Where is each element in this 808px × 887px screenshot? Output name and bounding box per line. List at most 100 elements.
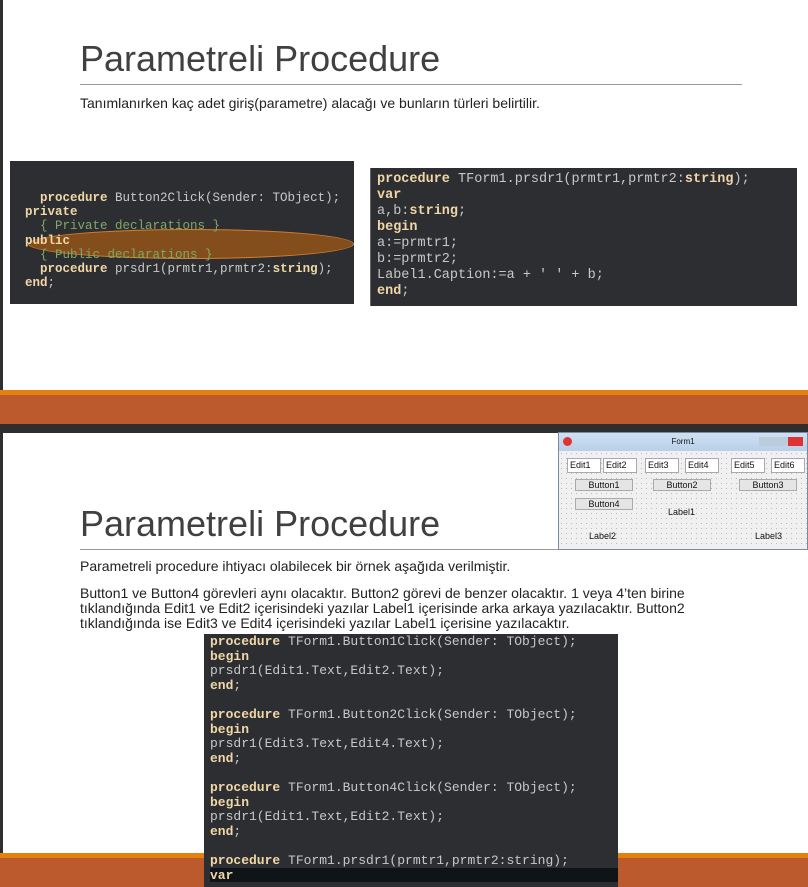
code-line: begin (210, 649, 618, 664)
code-token: procedure (210, 852, 281, 868)
form-title: Form1 (671, 437, 695, 446)
code-line: end; (210, 678, 618, 693)
code-token: var (377, 188, 402, 203)
code-line: var (377, 188, 797, 204)
slide1-title: Parametreli Procedure (80, 38, 441, 79)
label-1: Label1 (668, 507, 696, 517)
code-token: procedure (40, 261, 108, 276)
code-token: ; (233, 677, 242, 693)
code-block-handlers: procedure TForm1.Button1Click(Sender: TO… (204, 634, 618, 887)
code-token: Button2Click(Sender: TObject); (107, 191, 341, 205)
code-token (10, 219, 40, 233)
code-line: procedure TForm1.prsdr1(prmtr1,prmtr2:st… (377, 172, 797, 188)
window-controls-icon (759, 437, 803, 446)
code-token: procedure (210, 634, 281, 649)
code-token: procedure (210, 706, 281, 722)
label-3: Label3 (755, 531, 783, 541)
code-token: string (409, 204, 459, 219)
code-token: { Public declarations } (40, 247, 213, 262)
code-token (10, 205, 25, 219)
code-line: begin (377, 220, 797, 236)
code-line (210, 765, 618, 780)
code-line: { Private declarations } (10, 219, 354, 233)
code-line: procedure TForm1.prsdr1(prmtr1,prmtr2:st… (210, 853, 618, 868)
code-line: procedure TForm1.Button4Click(Sender: TO… (210, 780, 618, 795)
button-3[interactable]: Button3 (739, 479, 797, 491)
edit-field-3[interactable]: Edit3 (645, 458, 679, 473)
code-line: public (10, 234, 354, 248)
code-token: procedure (377, 172, 450, 187)
code-token: string (684, 172, 734, 187)
code-line: procedure Button2Click(Sender: TObject); (10, 191, 354, 205)
code-line: { Public declarations } (10, 248, 354, 262)
code-token: ; (47, 276, 56, 291)
code-token: a:=prmtr1; (377, 236, 459, 251)
code-token: end (210, 750, 234, 766)
accent-line (0, 390, 808, 395)
code-token: begin (210, 648, 250, 664)
code-token (10, 234, 25, 248)
code-line: end; (10, 276, 354, 290)
edit-field-1[interactable]: Edit1 (567, 458, 601, 473)
code-token: begin (377, 220, 418, 235)
code-token: end (210, 823, 234, 839)
code-line (10, 290, 354, 304)
slide-separator (0, 424, 808, 433)
code-token: var (210, 867, 234, 883)
code-line: a:=prmtr1; (377, 236, 797, 252)
slide2-intro: Parametreli procedure ihtiyacı olabilece… (80, 558, 511, 574)
code-token: prsdr1(Edit3.Text,Edit4.Text); (210, 736, 445, 752)
code-token: prsdr1(Edit1.Text,Edit2.Text); (210, 663, 445, 679)
code-token: TForm1.Button1Click(Sender: TObject); (280, 634, 577, 649)
code-token: string (272, 261, 318, 276)
code-token (10, 248, 40, 262)
code-token: procedure (210, 779, 281, 795)
code-line: a,b:string; (377, 204, 797, 220)
code-token (10, 262, 40, 276)
code-line: prsdr1(Edit1.Text,Edit2.Text); (210, 809, 618, 824)
button-1[interactable]: Button1 (575, 479, 633, 491)
code-token: prsdr1(Edit1.Text,Edit2.Text); (210, 809, 445, 825)
code-line: prsdr1(Edit1.Text,Edit2.Text); (210, 663, 618, 678)
code-line: Label1.Caption:=a + ' ' + b; (377, 268, 797, 284)
edit-field-2[interactable]: Edit2 (603, 458, 637, 473)
code-token: a,b: (377, 204, 410, 219)
code-line: private (10, 205, 354, 219)
paragraph-2: Button2 tıklandığında ise Edit3 ve Edit4… (80, 600, 685, 631)
code-token: ; (458, 204, 467, 219)
code-line: prsdr1(Edit3.Text,Edit4.Text); (210, 736, 618, 751)
code-token: private (25, 205, 78, 220)
button-2[interactable]: Button2 (653, 479, 711, 491)
code-line: var (210, 867, 618, 883)
footer-band (0, 395, 808, 424)
highlight-ellipse (28, 229, 354, 259)
code-line: begin (210, 722, 618, 737)
title-rule (80, 84, 742, 85)
code-block-procedure: procedure TForm1.prsdr1(prmtr1,prmtr2:st… (370, 168, 797, 306)
code-token: ); (733, 172, 750, 187)
code-token: begin (210, 794, 250, 810)
code-line: procedure TForm1.Button2Click(Sender: TO… (210, 707, 618, 722)
code-line: b:=prmtr2; (377, 252, 797, 268)
code-token: ); (317, 261, 333, 276)
code-line: end; (210, 751, 618, 766)
slide-edge (0, 433, 3, 887)
code-token: end (377, 284, 402, 299)
edit-field-5[interactable]: Edit5 (731, 458, 765, 473)
edit-field-4[interactable]: Edit4 (685, 458, 719, 473)
edit-field-6[interactable]: Edit6 (771, 458, 805, 473)
code-token (10, 276, 25, 290)
button-4[interactable]: Button4 (575, 498, 633, 510)
code-token: procedure (40, 191, 108, 205)
code-line (210, 838, 618, 853)
code-token: b:=prmtr2; (377, 252, 459, 267)
code-token: ; (233, 750, 242, 766)
label-2: Label2 (589, 531, 617, 541)
code-line: begin (210, 795, 618, 810)
code-line (210, 692, 618, 707)
code-token: TForm1.Button2Click(Sender: TObject); (280, 706, 577, 722)
code-token: public (25, 233, 71, 248)
code-token: Label1.Caption:=a + ' ' + b; (377, 268, 604, 283)
